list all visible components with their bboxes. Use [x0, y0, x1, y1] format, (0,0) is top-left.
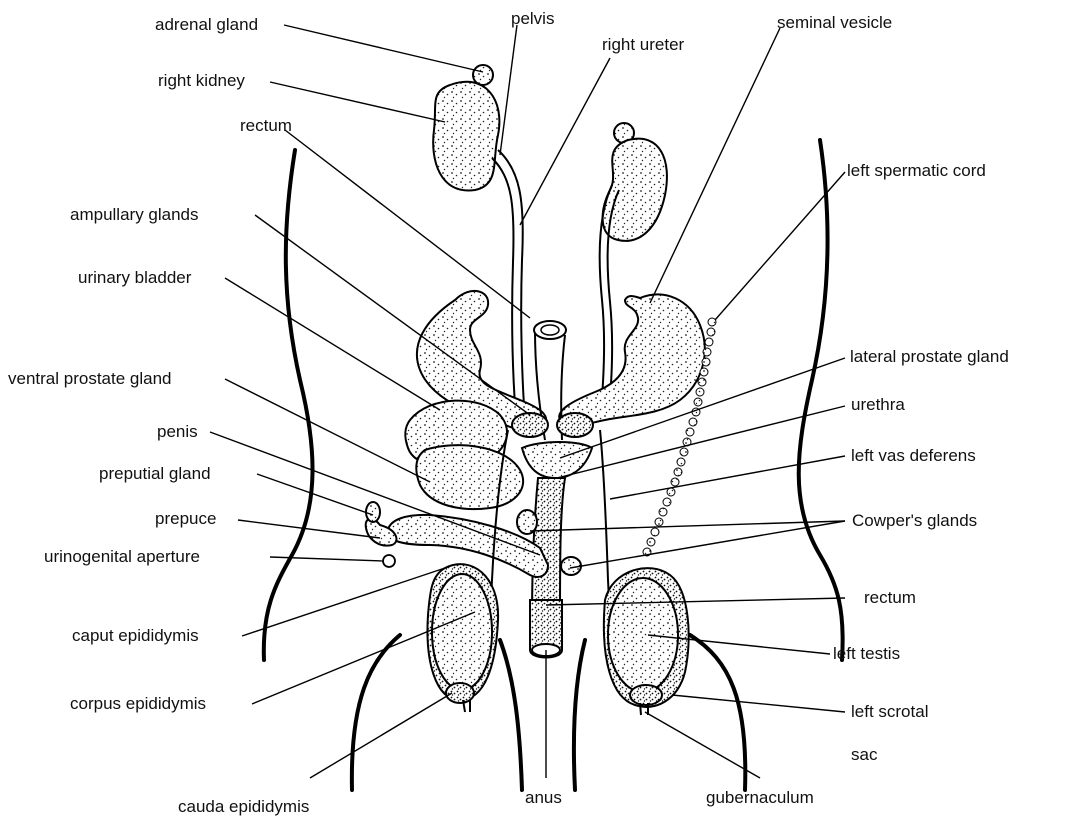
label-rectum-bottom: rectum — [864, 588, 916, 607]
label-preputial-gland: preputial gland — [99, 464, 211, 483]
right-testis — [427, 564, 498, 703]
right-kidney — [433, 65, 499, 190]
label-caput-epididymis: caput epididymis — [72, 626, 199, 645]
label-urethra: urethra — [851, 395, 905, 414]
label-left-spermatic-cord: left spermatic cord — [847, 161, 986, 180]
label-cauda-epididymis: cauda epididymis — [178, 797, 309, 816]
label-penis: penis — [157, 422, 198, 441]
label-left-scrotal-sac-line2: sac — [851, 745, 878, 764]
rectum-lower — [530, 600, 562, 658]
right-adrenal-gland — [473, 65, 493, 85]
right-ureter — [492, 150, 525, 420]
label-lateral-prostate-gland: lateral prostate gland — [850, 347, 1009, 366]
label-urinogenital-aperture: urinogenital aperture — [44, 547, 200, 566]
gubernaculum-marks — [463, 700, 648, 715]
ampullary-glands — [512, 413, 593, 437]
preputial-gland-shape — [366, 502, 380, 522]
lateral-prostate-gland — [522, 442, 592, 478]
label-seminal-vesicle: seminal vesicle — [777, 13, 892, 32]
left-seminal-vesicle — [559, 294, 705, 425]
label-left-vas-deferens: left vas deferens — [851, 446, 976, 465]
label-ventral-prostate-gland: ventral prostate gland — [8, 369, 172, 388]
label-anus: anus — [525, 788, 562, 807]
label-left-scrotal-sac-line1: left scrotal — [851, 702, 928, 721]
left-testis-shape — [608, 578, 678, 692]
label-urinary-bladder: urinary bladder — [78, 268, 192, 287]
left-kidney — [603, 123, 667, 241]
label-right-ureter: right ureter — [602, 35, 685, 54]
ventral-prostate-gland — [416, 445, 523, 509]
label-cowpers-glands: Cowper's glands — [852, 511, 977, 530]
label-gubernaculum: gubernaculum — [706, 788, 814, 807]
label-left-testis: left testis — [833, 644, 900, 663]
label-corpus-epididymis: corpus epididymis — [70, 694, 206, 713]
label-pelvis: pelvis — [511, 9, 554, 28]
label-rectum-top: rectum — [240, 116, 292, 135]
urinogenital-aperture-shape — [383, 555, 395, 567]
label-prepuce: prepuce — [155, 509, 216, 528]
label-right-kidney: right kidney — [158, 71, 245, 90]
label-adrenal-gland: adrenal gland — [155, 15, 258, 34]
label-ampullary-glands: ampullary glands — [70, 205, 199, 224]
